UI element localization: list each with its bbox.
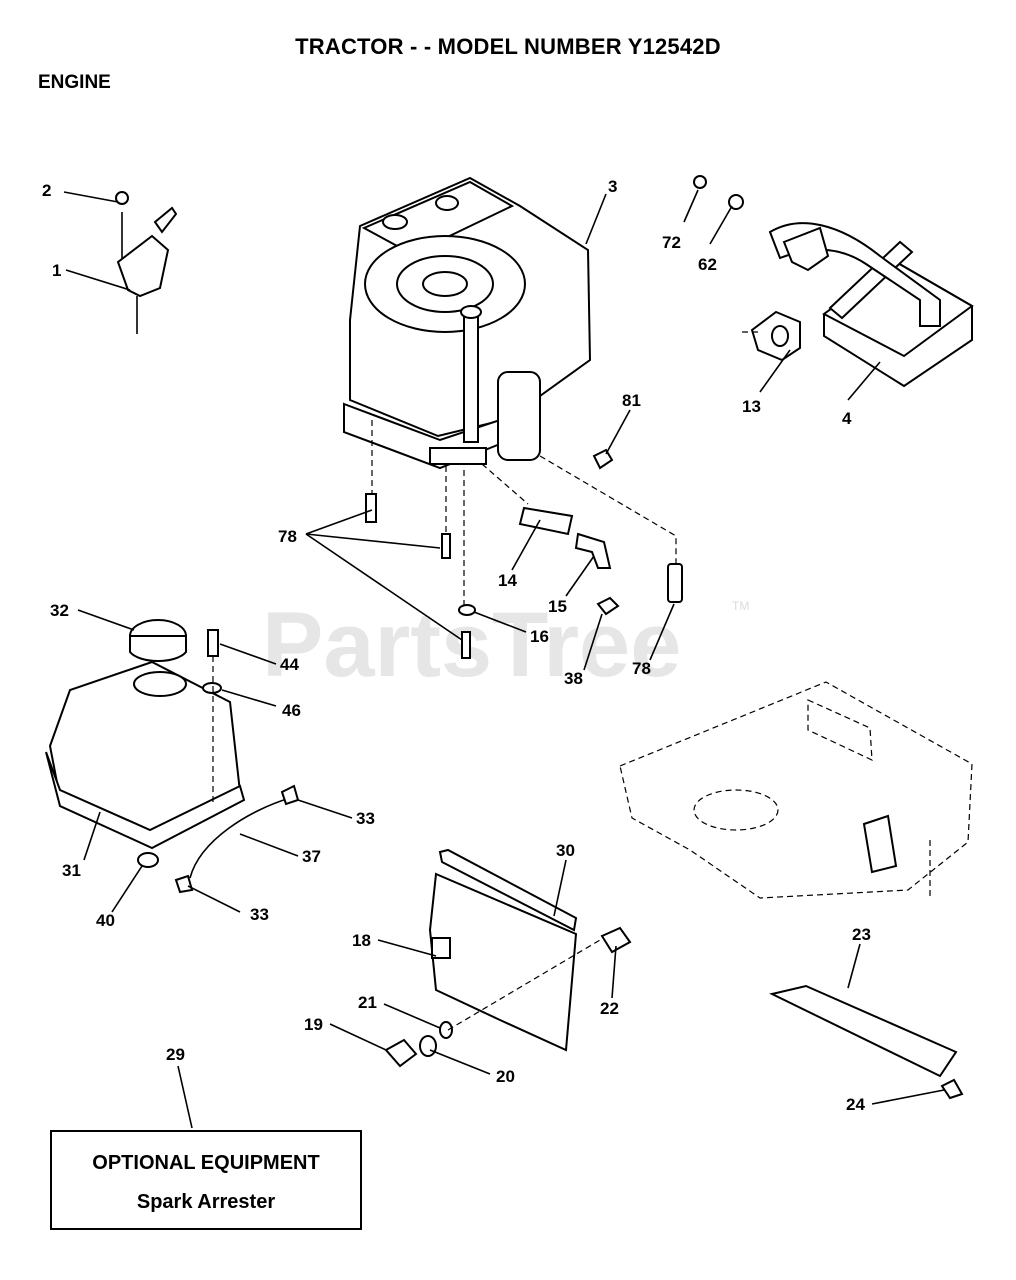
nut-81-part — [592, 448, 614, 470]
callout-37: 37 — [302, 847, 321, 866]
callout-46: 46 — [282, 701, 301, 720]
callout-19: 19 — [304, 1015, 323, 1034]
callout-29: 29 — [166, 1045, 185, 1064]
callout-78-left: 78 — [278, 527, 297, 546]
section-label: ENGINE — [38, 72, 111, 93]
throttle-bracket-part — [115, 191, 178, 334]
callout-32: 32 — [50, 601, 69, 620]
mount-bolts-part — [365, 420, 683, 659]
engine-part — [343, 176, 592, 470]
callout-30: 30 — [556, 841, 575, 860]
callout-24: 24 — [846, 1095, 865, 1114]
callout-4: 4 — [842, 409, 852, 428]
callout-38: 38 — [564, 669, 583, 688]
callout-21: 21 — [358, 993, 377, 1012]
callout-1: 1 — [52, 261, 61, 280]
callout-14: 14 — [498, 571, 517, 590]
callout-78-right: 78 — [632, 659, 651, 678]
callout-16: 16 — [530, 627, 549, 646]
callout-81: 81 — [622, 391, 641, 410]
callout-23: 23 — [852, 925, 871, 944]
callout-62: 62 — [698, 255, 717, 274]
muffler-part — [693, 175, 974, 388]
leader-lines — [63, 189, 945, 1129]
shield-part — [384, 848, 632, 1068]
callout-40: 40 — [96, 911, 115, 930]
watermark-tm: TM — [732, 599, 749, 613]
fuel-tank-part — [45, 619, 300, 894]
callout-20: 20 — [496, 1067, 515, 1086]
page-title: TRACTOR - - MODEL NUMBER Y12542D — [295, 34, 721, 59]
callout-33-bottom: 33 — [250, 905, 269, 924]
optional-equipment-item: Spark Arrester — [136, 1191, 276, 1213]
frame-part — [619, 681, 973, 899]
pipe-and-elbow-part — [518, 506, 612, 569]
callout-2: 2 — [42, 181, 51, 200]
callout-72: 72 — [662, 233, 681, 252]
callout-3: 3 — [608, 177, 617, 196]
callout-22: 22 — [600, 999, 619, 1018]
callout-13: 13 — [742, 397, 761, 416]
callout-15: 15 — [548, 597, 567, 616]
callout-33-top: 33 — [356, 809, 375, 828]
plate-part — [769, 984, 964, 1100]
callout-44: 44 — [280, 655, 299, 674]
callout-18: 18 — [352, 931, 371, 950]
optional-equipment-box: OPTIONAL EQUIPMENT Spark Arrester — [50, 1130, 362, 1230]
callout-31: 31 — [62, 861, 81, 880]
optional-equipment-heading: OPTIONAL EQUIPMENT — [92, 1152, 320, 1174]
